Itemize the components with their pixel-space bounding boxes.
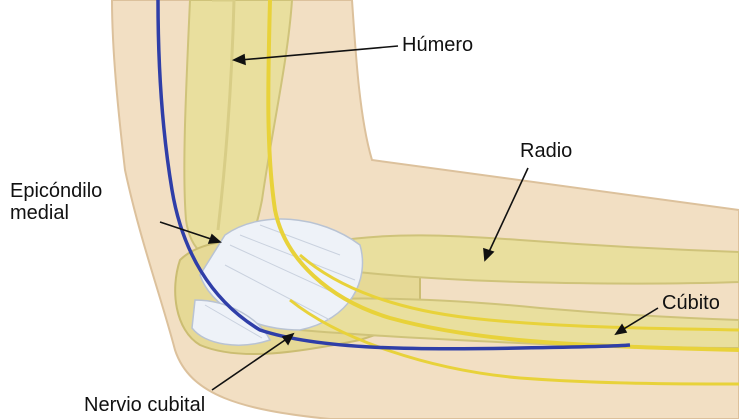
label-epicondilo-line1: Epicóndilo — [10, 180, 102, 202]
label-nervio-cubital: Nervio cubital — [84, 394, 205, 416]
label-cubito: Cúbito — [662, 292, 720, 314]
label-epicondilo-line2: medial — [10, 202, 102, 224]
label-epicondilo-medial: Epicóndilo medial — [10, 180, 102, 224]
label-humero: Húmero — [402, 34, 473, 56]
label-radio: Radio — [520, 140, 572, 162]
